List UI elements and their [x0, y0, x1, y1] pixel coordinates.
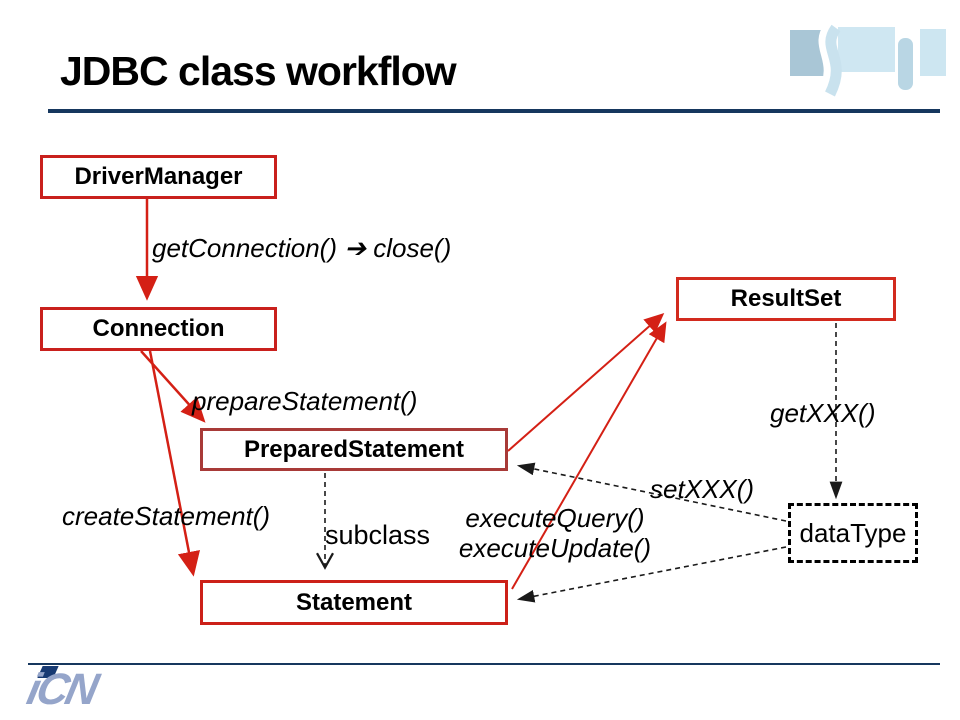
company-logo-icon	[790, 21, 946, 100]
edge-datatype-preparedstatement-setxxx	[516, 462, 787, 522]
node-preparedstatement: PreparedStatement	[200, 428, 508, 471]
edge-label-createstatement: createStatement()	[62, 501, 271, 531]
edge-connection-statement	[148, 350, 201, 577]
edge-label-getxxx: getXXX()	[770, 398, 876, 428]
edge-label-executeupdate: executeUpdate()	[458, 533, 652, 563]
edge-label-setxxx: setXXX()	[650, 474, 755, 504]
edge-preparedstatement-resultset	[507, 313, 665, 452]
company-logo	[788, 21, 948, 100]
node-drivermanager: DriverManager	[40, 155, 277, 199]
title-divider	[48, 109, 940, 113]
edge-statement-resultset	[511, 321, 667, 590]
edge-label-preparestatement: prepareStatement()	[192, 386, 418, 416]
footer-divider	[28, 663, 940, 665]
edge-datatype-statement-execute	[516, 546, 787, 603]
node-datatype: dataType	[788, 503, 918, 563]
edge-label-subclass: subclass	[325, 520, 431, 550]
node-resultset: ResultSet	[676, 277, 896, 321]
edge-label-executequery: executeQuery()	[465, 503, 645, 533]
page-title: JDBC class workflow	[60, 48, 457, 94]
node-statement: Statement	[200, 580, 508, 625]
node-connection: Connection	[40, 307, 277, 351]
icn-logo: iCN	[20, 665, 140, 718]
icn-logo-text: iCN	[22, 665, 101, 714]
edge-label-getconnection-close: getConnection() ➔ close()	[152, 233, 452, 263]
